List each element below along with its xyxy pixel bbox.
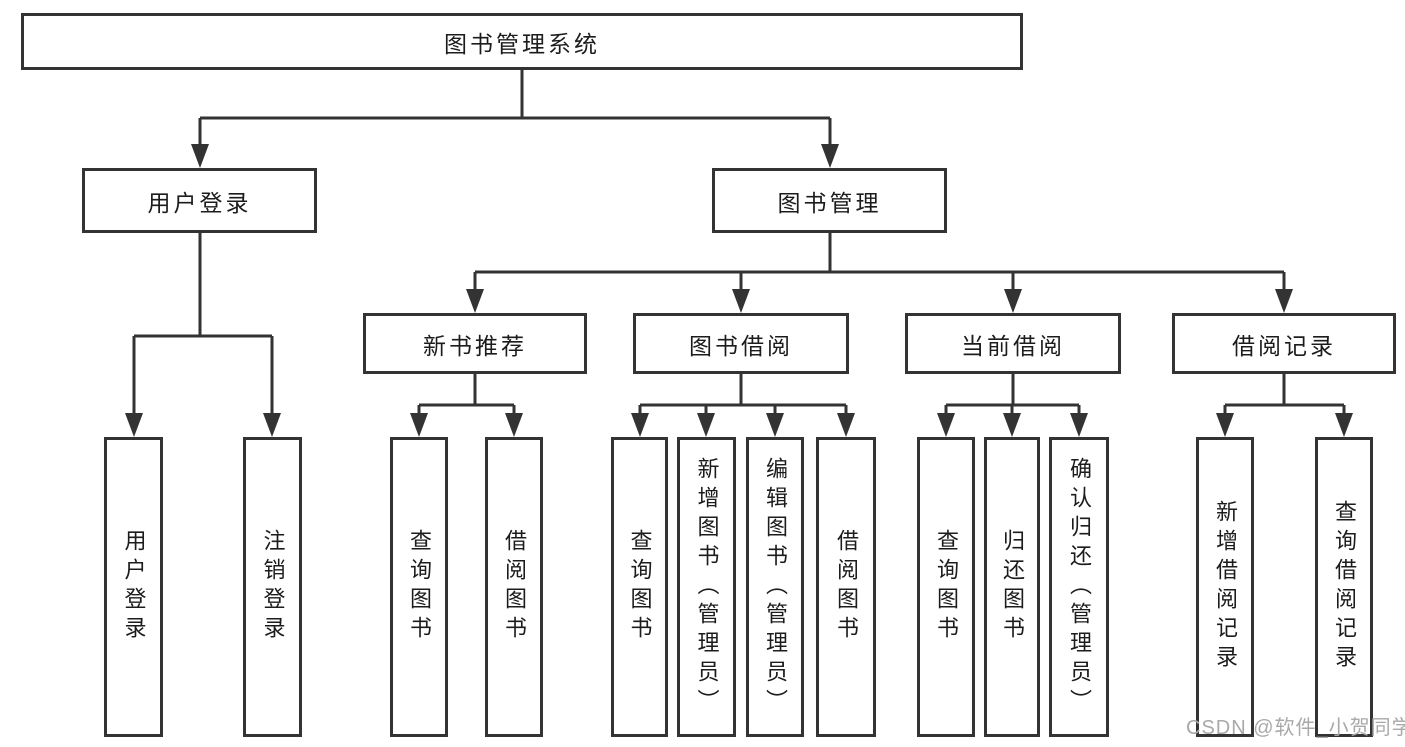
leaf-query-books-current: 查询图书 bbox=[917, 437, 975, 737]
node-label: 借阅图书 bbox=[502, 529, 527, 645]
leaf-query-books-recommend: 查询图书 bbox=[390, 437, 448, 737]
csdn-watermark: CSDN @软件_小贺同学 bbox=[1186, 717, 1405, 739]
arrowheads bbox=[125, 144, 1353, 437]
node-label: 查询图书 bbox=[934, 529, 959, 645]
node-book-borrowing: 图书借阅 bbox=[633, 313, 849, 374]
leaf-add-borrow-record: 新增借阅记录 bbox=[1196, 437, 1254, 737]
node-label: 注销登录 bbox=[260, 529, 286, 645]
node-label: 确认归还（管理员） bbox=[1067, 456, 1092, 718]
node-label: 编辑图书（管理员） bbox=[763, 456, 788, 718]
node-label: 查询借阅记录 bbox=[1332, 500, 1357, 674]
node-current-borrowing: 当前借阅 bbox=[905, 313, 1121, 374]
leaf-query-borrow-record: 查询借阅记录 bbox=[1315, 437, 1373, 737]
leaf-edit-book-admin: 编辑图书（管理员） bbox=[746, 437, 804, 737]
leaf-borrow-books-recommend: 借阅图书 bbox=[485, 437, 543, 737]
node-borrowing-records: 借阅记录 bbox=[1172, 313, 1396, 374]
node-label: 归还图书 bbox=[1000, 529, 1025, 645]
node-label: 图书借阅 bbox=[689, 332, 793, 359]
node-label: 图书管理系统 bbox=[444, 30, 600, 57]
node-label: 图书管理 bbox=[777, 189, 882, 216]
node-book-management: 图书管理 bbox=[712, 168, 947, 233]
node-label: 新增图书（管理员） bbox=[694, 456, 720, 718]
node-label: 用户登录 bbox=[147, 189, 252, 216]
node-new-book-recommend: 新书推荐 bbox=[363, 313, 587, 374]
leaf-return-books: 归还图书 bbox=[984, 437, 1040, 737]
node-label: 当前借阅 bbox=[961, 332, 1065, 359]
leaf-logout: 注销登录 bbox=[243, 437, 302, 737]
node-user-login: 用户登录 bbox=[82, 168, 317, 233]
node-label: 借阅记录 bbox=[1232, 332, 1336, 359]
leaf-add-book-admin: 新增图书（管理员） bbox=[677, 437, 736, 737]
node-label: 查询图书 bbox=[407, 529, 432, 645]
node-label: 借阅图书 bbox=[834, 529, 859, 645]
node-library-management-system: 图书管理系统 bbox=[21, 13, 1023, 70]
node-label: 用户登录 bbox=[121, 529, 147, 645]
node-label: 新书推荐 bbox=[423, 332, 527, 359]
node-label: 新增借阅记录 bbox=[1213, 500, 1238, 674]
leaf-confirm-return-admin: 确认归还（管理员） bbox=[1049, 437, 1109, 737]
leaf-borrow-books: 借阅图书 bbox=[816, 437, 876, 737]
node-label: 查询图书 bbox=[627, 529, 653, 645]
leaf-user-login: 用户登录 bbox=[104, 437, 163, 737]
leaf-query-books-borrowing: 查询图书 bbox=[611, 437, 668, 737]
